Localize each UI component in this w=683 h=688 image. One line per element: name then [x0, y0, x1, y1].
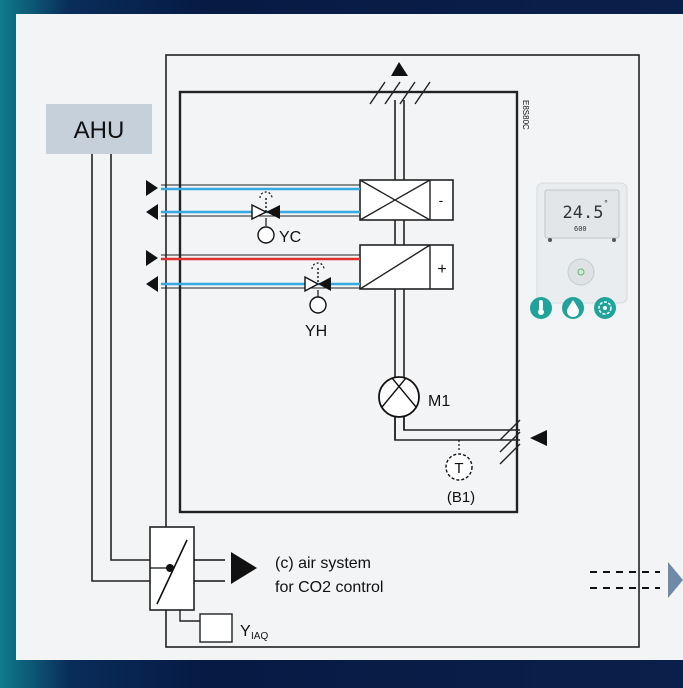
return-duct-lower — [394, 417, 520, 441]
ahu-label: AHU — [74, 117, 125, 144]
cooling-coil — [359, 179, 454, 221]
supply-arrow-up — [391, 62, 408, 76]
hot-in-arrow — [146, 250, 158, 266]
ahu-line-right — [110, 154, 150, 561]
air-system-line2: for CO2 control — [275, 579, 383, 596]
thermostat-dial[interactable] — [567, 258, 595, 286]
thermostat-subvalue: 600 — [574, 225, 587, 233]
outer-frame — [165, 54, 640, 648]
chilled-in-arrow — [146, 180, 158, 196]
return-duct-upper — [403, 417, 520, 431]
yiaq-box — [199, 613, 233, 643]
sensor-label: (B1) — [447, 489, 475, 506]
fan-icon — [594, 297, 616, 319]
return-air-arrow — [530, 430, 547, 446]
inner-frame — [178, 90, 519, 514]
yh-label: YH — [305, 323, 327, 340]
hot-out-arrow — [146, 276, 158, 292]
hvac-schematic: AHU E8S80C - + YC YH — [46, 54, 683, 648]
yc-label: YC — [279, 229, 301, 246]
fan-m1 — [378, 376, 420, 418]
cooling-coil-sign: - — [439, 192, 444, 208]
temp-sensor-b1 — [445, 453, 473, 481]
thermostat-unit: ° — [604, 199, 608, 208]
heating-coil — [359, 244, 454, 290]
yc-valve — [251, 203, 268, 221]
continue-arrow — [668, 562, 683, 598]
thermostat-display — [544, 189, 620, 239]
air-system-arrow — [231, 552, 257, 584]
yh-actuator — [309, 296, 327, 314]
air-system-line1: (c) air system — [275, 555, 371, 572]
ahu-line-left — [91, 154, 150, 582]
ahu-box — [46, 104, 152, 154]
motor-label: M1 — [428, 393, 450, 410]
yc-actuator — [257, 226, 275, 244]
droplet-icon — [562, 297, 584, 319]
vertical-code: E8S80C — [521, 100, 530, 130]
yiaq-main: Y — [240, 623, 251, 640]
thermostat-value: 24.5 — [563, 203, 604, 223]
heating-coil-sign: + — [437, 261, 446, 278]
diagram-panel: AHU E8S80C - + YC YH — [16, 14, 683, 660]
yh-valve — [304, 275, 320, 293]
room-thermostat: 24.5 ° 600 — [536, 182, 628, 304]
sensor-symbol: T — [454, 460, 463, 477]
thermometer-icon — [530, 297, 552, 319]
yiaq-sub: IAQ — [251, 631, 268, 642]
chilled-out-arrow — [146, 204, 158, 220]
